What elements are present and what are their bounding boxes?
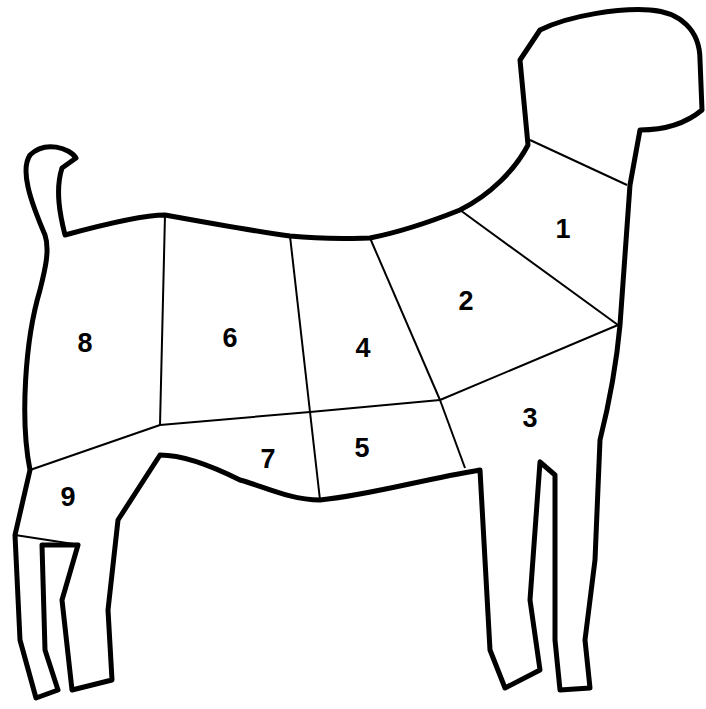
- callout-number: 3: [522, 405, 537, 432]
- callout-number: 2: [458, 288, 473, 315]
- callout-number: 7: [260, 446, 275, 473]
- callout-number: 9: [60, 484, 75, 511]
- goat-outline: [15, 10, 702, 698]
- callout-number: 5: [354, 435, 369, 462]
- callout-number: 4: [355, 335, 370, 362]
- callout-number: 6: [222, 325, 237, 352]
- callout-number: 8: [77, 330, 92, 357]
- callout-number: 1: [555, 216, 570, 243]
- cut-lines: [15, 140, 627, 545]
